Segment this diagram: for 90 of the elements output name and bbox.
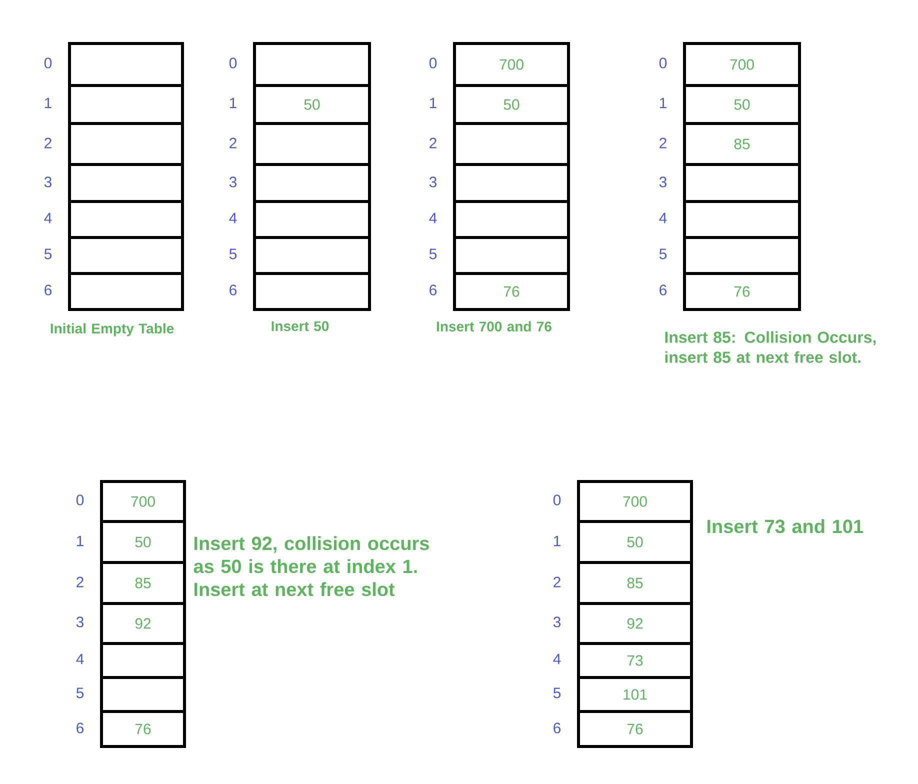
index-number: 3 [659, 176, 667, 188]
table-cell [68, 84, 184, 125]
index-number: 2 [554, 576, 560, 588]
index-number: 4 [44, 212, 52, 224]
index-number: 5 [659, 248, 667, 260]
table-cell [100, 642, 186, 679]
table-cell: 76 [683, 272, 801, 311]
index-number: 6 [230, 284, 237, 296]
table-cell [100, 676, 186, 713]
table-cell: 92 [100, 602, 186, 645]
caption-text: Insert 50 [272, 321, 329, 332]
index-number: 4 [76, 654, 84, 664]
table-cell [68, 236, 184, 275]
table-cell: 85 [577, 560, 693, 605]
index-number: 1 [430, 98, 436, 108]
caption-text: Insert 85: Collision Occurs, insert 85 at next free slot. [665, 331, 876, 363]
index-number: 5 [76, 688, 84, 698]
index-number: 1 [76, 536, 84, 546]
table-cell [453, 162, 570, 203]
caption-text: Insert 92, collision occurs as 50 is there at index 1. Insert at next free slot [194, 536, 429, 596]
index-number: 6 [76, 722, 84, 734]
index-number: 4 [659, 212, 667, 224]
index-number: 2 [660, 138, 666, 148]
table-cell [683, 200, 801, 239]
index-number: 3 [553, 616, 561, 628]
caption-text: Insert 73 and 101 [707, 519, 863, 534]
table-cell [453, 122, 570, 166]
table-cell: 85 [683, 122, 801, 166]
table-cell: 50 [453, 84, 570, 125]
table-cell: 73 [577, 642, 693, 679]
index-number: 1 [44, 98, 52, 108]
index-number: 4 [229, 212, 237, 224]
table-cell: 700 [577, 480, 693, 523]
table-cell: 76 [100, 710, 186, 748]
index-number: 3 [429, 176, 437, 188]
table-cell: 50 [683, 84, 801, 125]
index-number: 5 [229, 248, 237, 260]
table-cell [68, 162, 184, 203]
table-cell: 700 [100, 480, 186, 523]
table-cell: 85 [100, 560, 186, 605]
index-number: 4 [429, 212, 437, 224]
index-number: 6 [430, 284, 437, 296]
index-number: 1 [554, 536, 560, 546]
index-number: 6 [44, 284, 52, 296]
index-number: 0 [429, 58, 437, 68]
index-number: 4 [553, 654, 561, 664]
table-cell [68, 200, 184, 239]
table-cell [68, 122, 184, 166]
index-number: 5 [429, 248, 437, 260]
table-cell [683, 162, 801, 203]
index-number: 3 [76, 616, 84, 628]
index-number: 0 [76, 494, 84, 506]
table-cell [68, 42, 184, 87]
table-cell: 700 [683, 42, 801, 87]
index-number: 6 [660, 284, 667, 296]
index-number: 5 [44, 248, 52, 260]
index-number: 2 [44, 138, 52, 148]
caption-text: Initial Empty Table [50, 323, 174, 336]
index-number: 1 [660, 98, 666, 108]
table-cell: 101 [577, 676, 693, 713]
table-cell: 50 [577, 520, 693, 564]
table-cell [253, 162, 371, 203]
table-cell: 76 [453, 272, 570, 311]
table-cell: 50 [100, 520, 186, 564]
index-number: 6 [554, 722, 561, 734]
table-cell [683, 236, 801, 275]
table-cell [253, 200, 371, 239]
table-cell [253, 272, 371, 311]
index-number: 2 [430, 138, 436, 148]
table-cell [253, 42, 371, 87]
index-number: 0 [44, 58, 52, 68]
table-cell [453, 236, 570, 275]
caption-text: Insert 700 and 76 [436, 321, 552, 332]
index-number: 0 [553, 494, 561, 506]
index-number: 5 [553, 688, 561, 698]
table-cell [253, 236, 371, 275]
index-number: 0 [659, 58, 667, 68]
index-number: 2 [230, 138, 236, 148]
table-cell: 700 [453, 42, 570, 87]
index-number: 2 [76, 576, 84, 588]
table-cell [68, 272, 184, 311]
index-number: 0 [229, 58, 237, 68]
table-cell [453, 200, 570, 239]
table-cell: 76 [577, 710, 693, 748]
table-cell: 92 [577, 602, 693, 645]
index-number: 3 [229, 176, 237, 188]
table-cell: 50 [253, 84, 371, 125]
table-cell [253, 122, 371, 166]
index-number: 3 [44, 176, 52, 188]
index-number: 1 [230, 98, 236, 108]
